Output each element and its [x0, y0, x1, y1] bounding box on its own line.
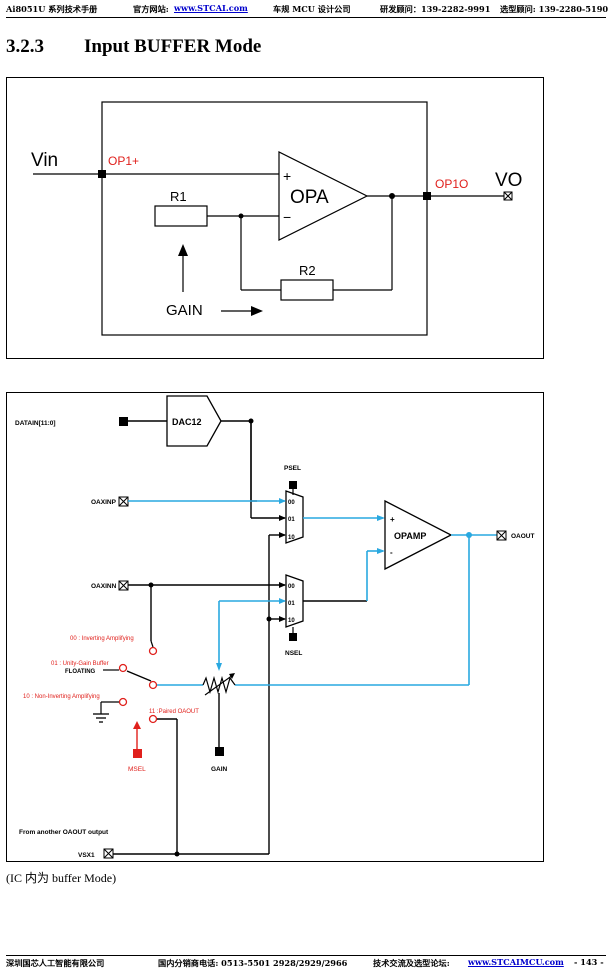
nsel-pin: [289, 633, 297, 641]
buffer-mode-diagram: Vin OP1+ + − OPA OP1O VO R2 R1 GAIN: [6, 77, 544, 359]
header-site-link[interactable]: www.STCAI.com: [174, 3, 248, 13]
nsel-mux-00: 00: [288, 584, 295, 590]
oaxinn-label: OAXINN: [91, 583, 117, 590]
opamp-plus: +: [390, 515, 395, 524]
mode-switch-arm: [126, 670, 152, 682]
page-footer: 深圳国芯人工智能有限公司 国内分销商电话: 0513-5501 2928/292…: [6, 957, 606, 971]
mode-11-terminal: [148, 714, 158, 724]
psel-mux-01: 01: [288, 517, 295, 523]
opa-minus: −: [283, 209, 291, 225]
section-title: Input BUFFER Mode: [84, 36, 262, 57]
page-header: Ai8051U 系列技术手册 官方网站: www.STCAI.com 车规 MC…: [6, 3, 609, 17]
datain-label: DATAIN[11:0]: [15, 420, 56, 427]
gain-label: GAIN: [166, 302, 203, 319]
op1p-pin: [98, 170, 106, 178]
op1o-label: OP1O: [435, 177, 468, 191]
gain-pin: [215, 747, 224, 756]
footer-phone: 国内分销商电话: 0513-5501 2928/2929/2966: [158, 958, 348, 968]
opamp-block-diagram: DATAIN[11:0] DAC12 PSEL 00 01 10 OAXINP: [6, 392, 544, 862]
figure-caption: (IC 内为 buffer Mode): [6, 871, 117, 885]
opamp-triangle: [384, 499, 453, 571]
footer-forum-label: 技术交流及选型论坛:: [373, 958, 450, 968]
datain-pin: [119, 417, 128, 426]
mode-01-terminal: [118, 663, 128, 673]
mode-00-label: 00 : Inverting Amplifying: [70, 636, 134, 642]
r2-label: R2: [299, 263, 316, 278]
dac-block: [166, 395, 222, 447]
header-manual-title: Ai8051U 系列技术手册: [6, 4, 98, 14]
mode-10-label: 10 : Non-Inverting Amplifying: [23, 694, 100, 700]
psel-mux: [285, 490, 304, 544]
section-number: 3.2.3: [6, 36, 44, 57]
dac-label: DAC12: [172, 417, 202, 427]
nsel-mux: [285, 574, 304, 628]
header-site-label: 官方网站:: [133, 4, 169, 14]
vo-label: VO: [495, 170, 522, 191]
from-another-label: From another OAOUT output: [19, 829, 109, 836]
vsx1-label: VSX1: [78, 852, 95, 859]
opamp-minus: -: [390, 548, 393, 557]
op1p-label: OP1+: [108, 154, 139, 168]
r2-resistor: [280, 279, 334, 301]
opa-plus: +: [283, 168, 291, 184]
oaout-label: OAOUT: [511, 533, 535, 540]
nsel-label: NSEL: [285, 650, 302, 657]
floating-label: FLOATING: [65, 669, 96, 675]
section-heading: 3.2.3 Input BUFFER Mode: [6, 36, 261, 58]
gain-label-2: GAIN: [211, 766, 228, 773]
header-sel-contact: 选型顾问: 139-2280-5190: [500, 4, 609, 14]
opa-label: OPA: [290, 187, 329, 208]
oaxinp-label: OAXINP: [91, 499, 117, 506]
mode-switch-common: [148, 680, 158, 690]
mode-01-label: 01 : Unity-Gain Buffer: [51, 661, 109, 667]
msel-label: MSEL: [128, 766, 146, 773]
nsel-mux-10: 10: [288, 618, 295, 624]
op1o-pin: [423, 192, 431, 200]
msel-pin: [133, 749, 142, 758]
nsel-mux-01: 01: [288, 601, 295, 607]
mode-10-terminal: [118, 697, 128, 707]
footer-forum-link[interactable]: www.STCAIMCU.com: [468, 957, 564, 967]
gain-resistor: [202, 675, 236, 695]
chip-boundary: [101, 101, 428, 336]
minus-junction: [238, 213, 244, 219]
opamp-label: OPAMP: [394, 531, 426, 541]
header-divider: [6, 17, 606, 18]
opa-triangle: [278, 151, 369, 241]
footer-page-number: - 143 -: [574, 957, 604, 967]
footer-divider: [6, 955, 606, 956]
mode-00-terminal: [148, 646, 158, 656]
mode-11-label: 11 :Paired OAOUT: [149, 709, 199, 715]
psel-label: PSEL: [284, 465, 301, 472]
footer-company: 深圳国芯人工智能有限公司: [6, 958, 105, 968]
r1-label: R1: [170, 189, 187, 204]
r1-resistor: [154, 205, 208, 227]
header-company: 车规 MCU 设计公司: [273, 4, 351, 14]
psel-mux-10: 10: [288, 535, 295, 541]
psel-mux-00: 00: [288, 500, 295, 506]
header-rd-contact: 研发顾问：139-2282-9991: [380, 4, 491, 14]
psel-pin: [289, 481, 297, 489]
vin-label: Vin: [31, 150, 58, 171]
